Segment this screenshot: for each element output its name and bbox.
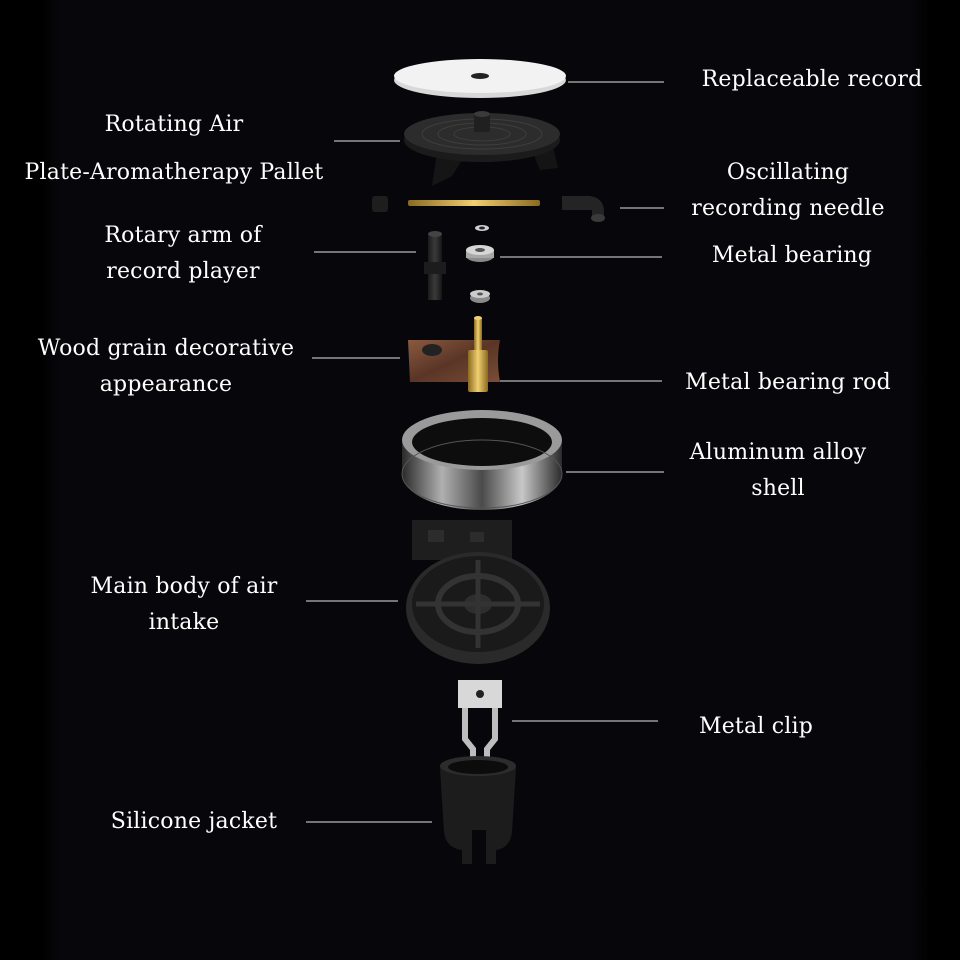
label-rotating-air-plate: Rotating Air Plate-Aromatherapy Pallet — [24, 112, 324, 185]
label-silicone-jacket: Silicone jacket — [110, 809, 278, 834]
small-washer-part — [475, 225, 489, 231]
rotating-air-plate-part — [404, 111, 560, 186]
label-replaceable-record: Replaceable record — [701, 67, 923, 92]
main-body-part — [406, 520, 550, 664]
replaceable-record-part — [394, 59, 566, 98]
oscillating-needle-part — [372, 196, 605, 222]
label-rotary-arm: Rotary arm of record player — [104, 223, 262, 284]
label-metal-clip: Metal clip — [698, 714, 813, 739]
label-metal-bearing: Metal bearing — [711, 243, 873, 268]
label-main-body: Main body of air intake — [90, 574, 278, 635]
label-metal-bearing-rod: Metal bearing rod — [685, 370, 891, 395]
leader-lines — [306, 81, 664, 823]
metal-clip-part — [458, 680, 502, 770]
metal-bearing-part — [466, 245, 494, 303]
rotary-arm-part — [424, 231, 446, 300]
label-aluminum-shell: Aluminum alloy shell — [689, 440, 867, 501]
label-wood-grain: Wood grain decorative appearance — [37, 336, 295, 397]
silicone-jacket-part — [440, 756, 516, 864]
label-oscillating-needle: Oscillating recording needle — [691, 160, 885, 221]
aluminum-shell-part — [401, 410, 563, 510]
metal-bearing-rod-part — [468, 316, 488, 392]
